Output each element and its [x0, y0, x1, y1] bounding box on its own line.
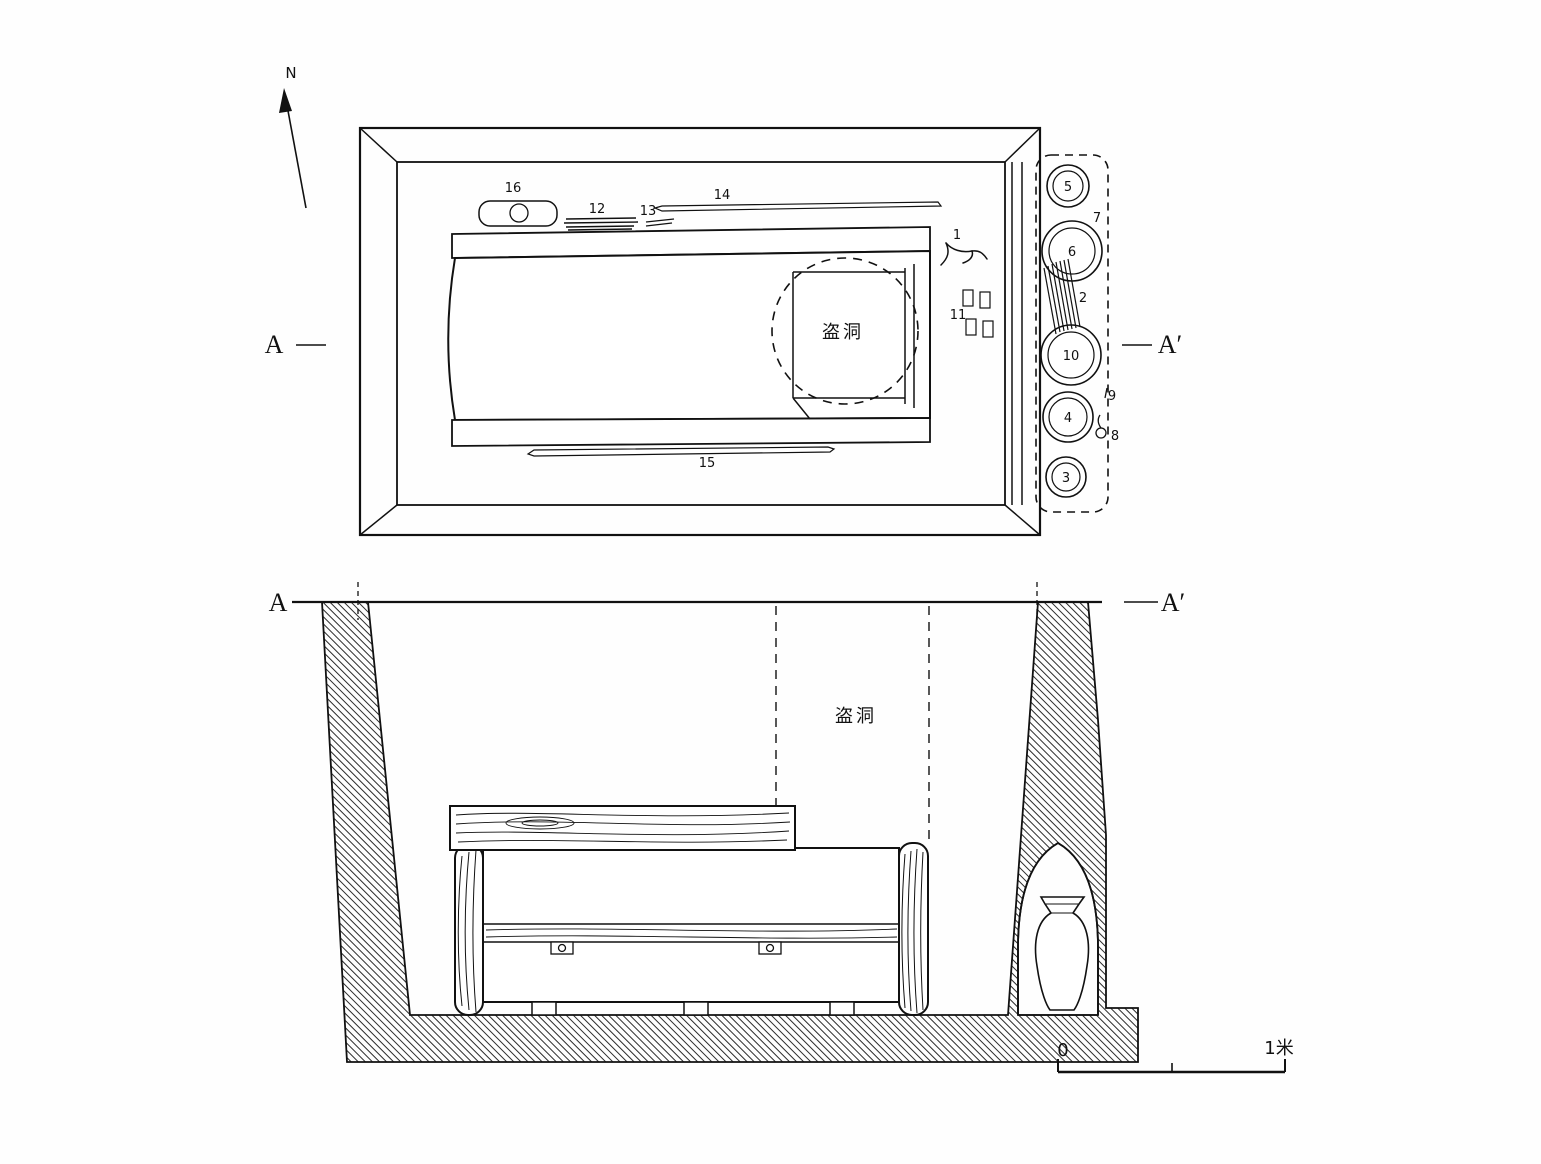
label-13: 13: [640, 204, 657, 219]
pottery-vessel-4: [1042, 391, 1094, 443]
plan-pit-outline: [358, 126, 1042, 537]
coffin-feet: [531, 1001, 855, 1016]
north-arrow: N: [279, 64, 307, 209]
label-8: 8: [1111, 429, 1119, 444]
label-11: 11: [950, 308, 967, 323]
section-robber-hole-label: 盗洞: [835, 706, 877, 727]
plan-robber-hole-circle: [771, 257, 919, 405]
label-14: 14: [714, 188, 731, 203]
plan-artifact-8: [1095, 414, 1107, 439]
north-arrow-head-icon: [279, 88, 292, 113]
section-view: [292, 582, 1158, 1063]
plan-marker-a-prime: A′: [1158, 330, 1182, 359]
section-robber-hole: [775, 606, 930, 843]
plan-artifact-labels: 16 12 13 14 1 11 15 7 2 9 8 5 6 10 4 3: [505, 180, 1119, 486]
section-marker-a-prime: A′: [1161, 588, 1185, 617]
label-5: 5: [1064, 180, 1072, 195]
plan-coffin: [447, 226, 931, 447]
label-7: 7: [1093, 211, 1101, 226]
north-label: N: [285, 64, 296, 82]
label-10: 10: [1063, 349, 1080, 364]
plan-artifact-16: [478, 200, 558, 227]
plan-artifact-11: [962, 289, 994, 338]
coffin-end-board-left: [454, 844, 484, 1016]
plan-robber-hole-label: 盗洞: [822, 322, 864, 343]
plan-view: 盗洞: [296, 126, 1152, 537]
pottery-vessel-3: [1045, 456, 1087, 498]
section-marker-a: A: [269, 588, 288, 617]
section-coffin: [449, 805, 929, 1016]
pit-outer-edge: [358, 126, 1042, 537]
plan-artifact-13: [645, 218, 675, 227]
plan-artifact-9: [1104, 387, 1108, 399]
plan-marker-a: A: [265, 330, 284, 359]
pit-inner-edge: [396, 161, 1006, 506]
niche-pot: [1034, 896, 1090, 1011]
plan-niche: [1035, 154, 1109, 513]
plan-artifact-14: [653, 201, 943, 212]
label-12: 12: [589, 202, 606, 217]
label-2: 2: [1079, 291, 1087, 306]
coffin-floor-plank: [480, 923, 902, 943]
coffin-bottom-plank: [451, 417, 931, 447]
coffin-end-board-right: [898, 842, 929, 1016]
plan-artifact-12: [563, 217, 639, 231]
label-9: 9: [1108, 389, 1116, 404]
label-16: 16: [505, 181, 522, 196]
label-3: 3: [1062, 471, 1070, 486]
scale-zero-label: 0: [1057, 1040, 1068, 1061]
plan-artifact-1: [940, 242, 988, 266]
north-arrow-shaft: [285, 99, 307, 209]
scale-one-meter-label: 1米: [1264, 1038, 1293, 1059]
niche-arch-outline: [1017, 841, 1099, 1015]
label-4: 4: [1064, 411, 1072, 426]
label-15: 15: [699, 456, 716, 471]
plan-artifact-15: [526, 446, 836, 457]
coffin-inner-chamber: [792, 264, 915, 420]
niche-dashed-boundary: [1035, 154, 1109, 513]
coffin-floor-cleats: [550, 941, 782, 955]
label-1: 1: [953, 228, 961, 243]
label-6: 6: [1068, 245, 1076, 260]
coffin-lid-displaced: [449, 805, 796, 851]
pottery-vessel-5: [1046, 164, 1090, 208]
section-niche: [1017, 841, 1099, 1016]
scale-bar: [1057, 1059, 1286, 1074]
plan-artifact-2: [1043, 258, 1081, 335]
